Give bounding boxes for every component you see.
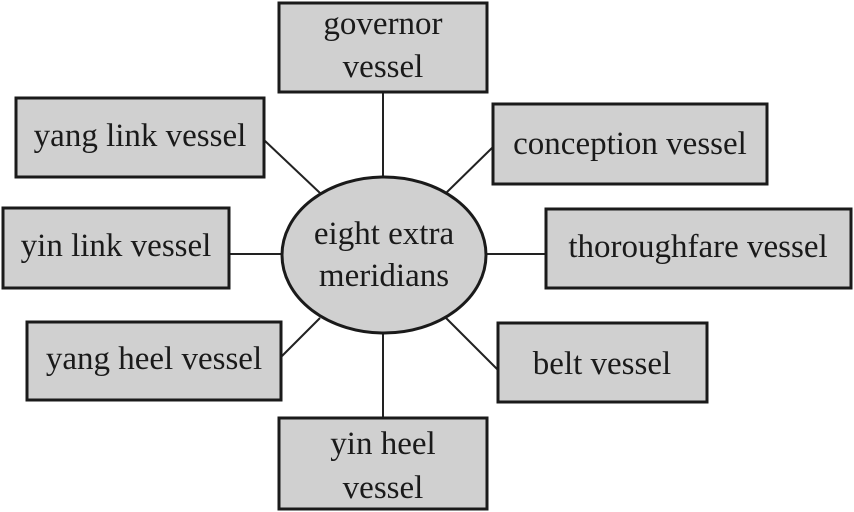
governor-line1: governor (323, 6, 442, 42)
node-yang-heel-vessel: yang heel vessel (25, 320, 283, 402)
node-yin-heel-vessel: yin heel vessel (277, 416, 489, 511)
yang-heel-label: yang heel vessel (46, 341, 262, 377)
yin-link-label: yin link vessel (21, 228, 212, 264)
center-line2: meridians (319, 258, 449, 294)
node-governor-vessel: governor vessel (277, 1, 489, 94)
center-line1: eight extra (314, 216, 455, 252)
node-yang-link-vessel: yang link vessel (14, 96, 266, 179)
node-thoroughfare-vessel: thoroughfare vessel (544, 207, 853, 290)
node-conception-vessel: conception vessel (491, 102, 769, 186)
connector-yang-link (263, 139, 321, 194)
belt-label: belt vessel (533, 346, 671, 382)
connectors (229, 92, 546, 418)
yang-link-label: yang link vessel (34, 118, 247, 154)
connector-conception (445, 146, 494, 194)
center-node-eight-extra-meridians: eight extra meridians (280, 175, 488, 335)
yin-heel-line2: vessel (343, 470, 424, 506)
node-belt-vessel: belt vessel (496, 321, 709, 404)
governor-line2: vessel (343, 49, 424, 85)
conception-label: conception vessel (513, 126, 747, 162)
yin-heel-line1: yin heel (330, 426, 435, 462)
connector-belt (445, 317, 499, 371)
connector-yang-heel (280, 317, 321, 358)
node-yin-link-vessel: yin link vessel (1, 206, 231, 290)
thoroughfare-label: thoroughfare vessel (568, 229, 827, 265)
